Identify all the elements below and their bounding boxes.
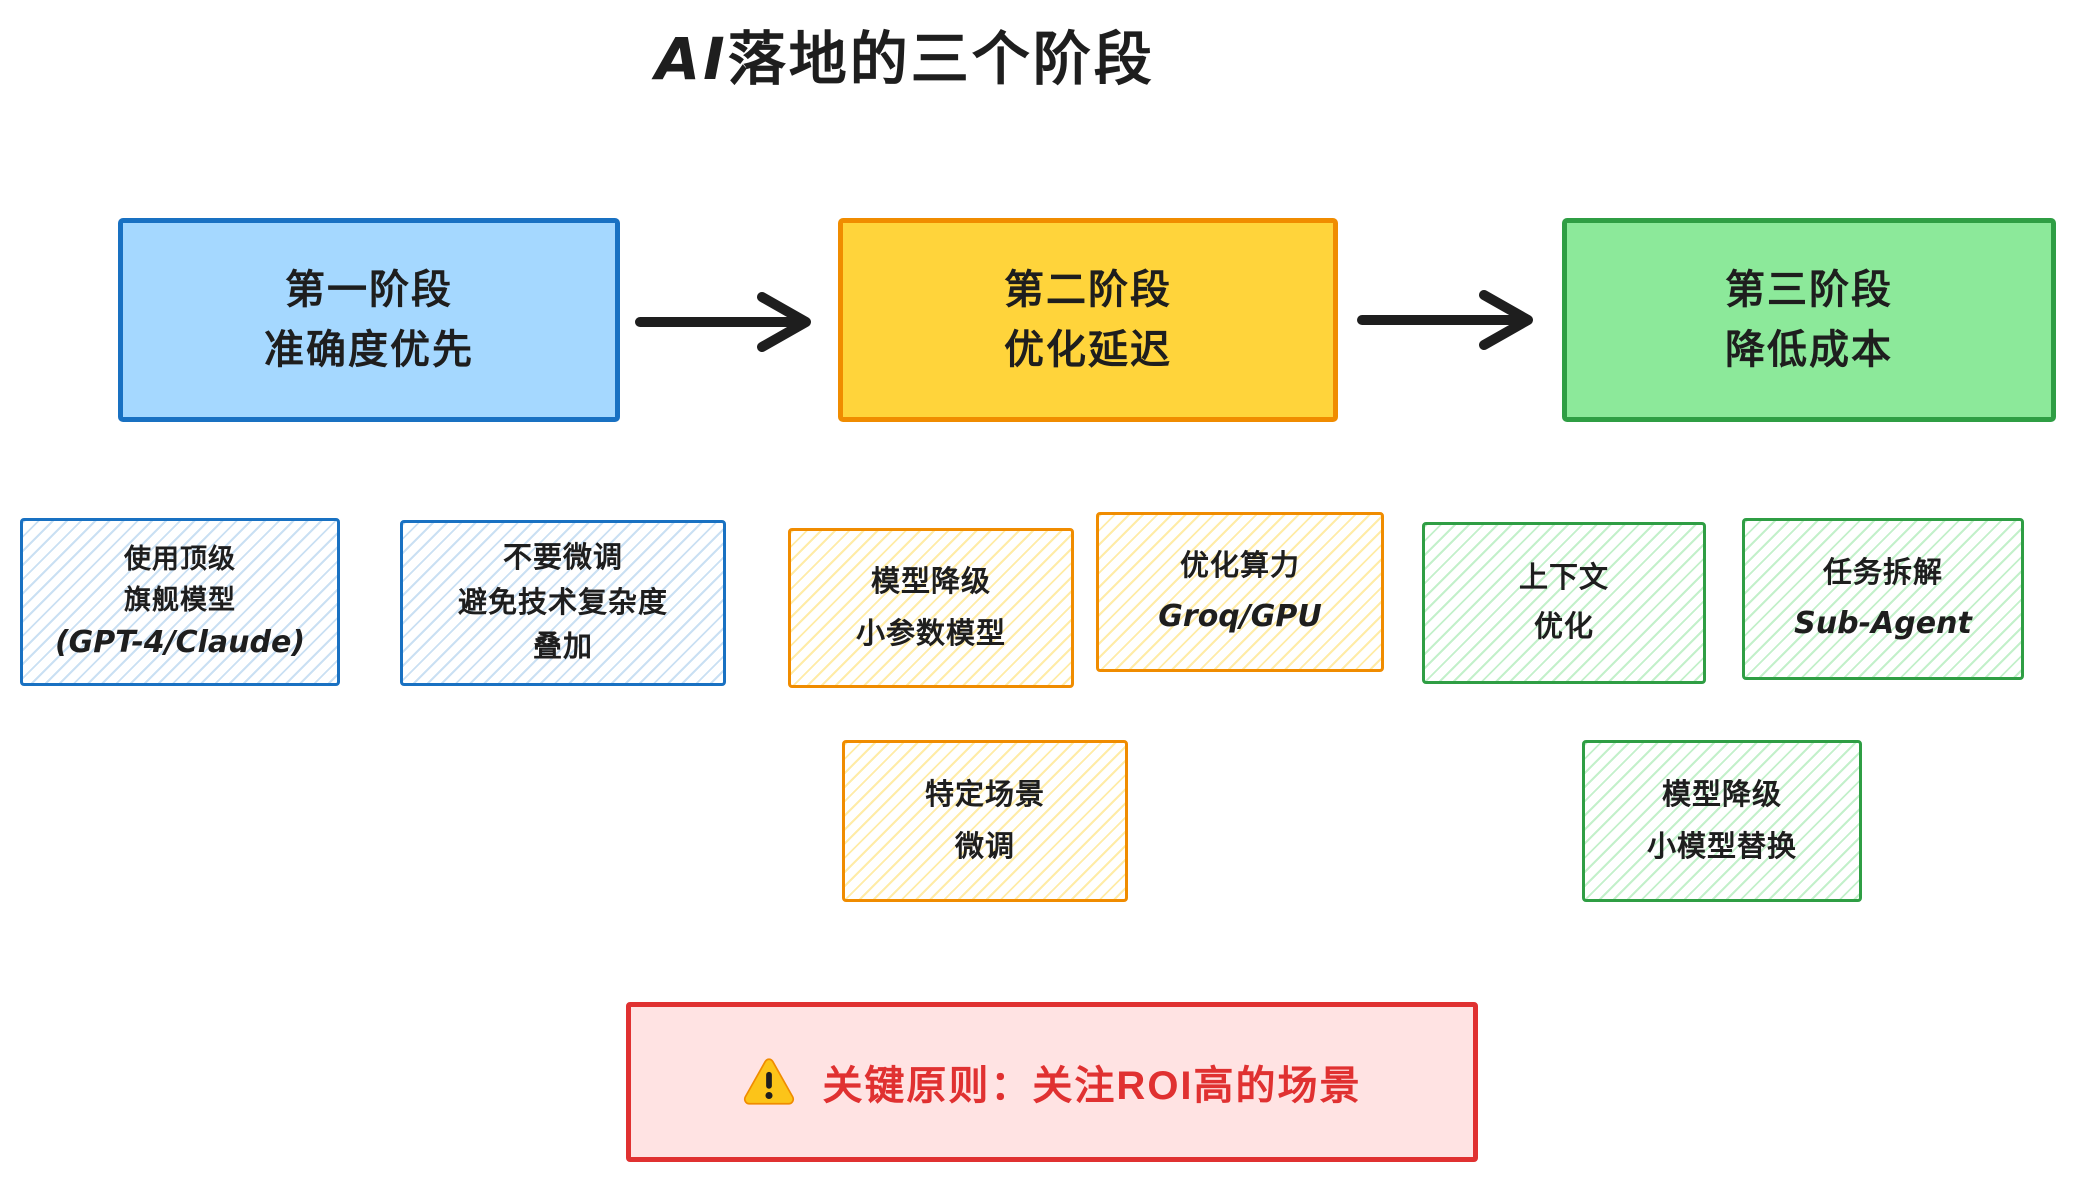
principle-box: 关键原则：关注ROI高的场景 <box>626 1002 1478 1162</box>
note-line: (GPT-4/Claude) <box>54 625 306 660</box>
note-line: 任务拆解 <box>1822 556 1943 589</box>
note-line: 模型降级 <box>870 565 991 598</box>
arrow-stage2-to-stage3 <box>1357 290 1533 350</box>
note-card-no-finetune: 不要微调 避免技术复杂度 叠加 <box>400 520 726 686</box>
note-line: 特定场景 <box>924 778 1045 811</box>
title-cjk-part: 落地的三个阶段 <box>727 27 1155 92</box>
note-card-task-decomposition: 任务拆解 Sub-Agent <box>1742 518 2024 680</box>
note-line: 叠加 <box>532 631 593 664</box>
note-line: 旗舰模型 <box>124 584 236 615</box>
note-line: Groq/GPU <box>1158 599 1322 635</box>
arrow-stage1-to-stage2 <box>635 292 811 352</box>
note-line: Sub-Agent <box>1794 606 1972 642</box>
note-line: 模型降级 <box>1661 778 1782 811</box>
warning-triangle-icon <box>744 1058 795 1105</box>
note-line: 优化 <box>1533 611 1594 643</box>
note-card-small-model-replace: 模型降级 小模型替换 <box>1582 740 1862 902</box>
stage-box-2: 第二阶段 优化延迟 <box>838 218 1338 422</box>
stage-3-name: 第三阶段 <box>1725 268 1893 312</box>
note-line: 不要微调 <box>502 541 623 574</box>
note-card-optimize-compute: 优化算力 Groq/GPU <box>1096 512 1384 672</box>
note-line: 上下文 <box>1518 561 1609 594</box>
note-line: 微调 <box>954 831 1015 863</box>
stage-1-focus: 准确度优先 <box>264 328 474 372</box>
stage-1-name: 第一阶段 <box>285 268 453 312</box>
note-line: 小参数模型 <box>855 618 1006 650</box>
note-card-flagship-model: 使用顶级 旗舰模型 (GPT-4/Claude) <box>20 518 340 686</box>
note-line: 优化算力 <box>1179 549 1300 582</box>
stage-box-1: 第一阶段 准确度优先 <box>118 218 620 422</box>
title-latin-part: AI <box>655 25 728 93</box>
page-title: AI落地的三个阶段 <box>0 12 1810 96</box>
note-card-context-optimization: 上下文 优化 <box>1422 522 1706 684</box>
note-line: 使用顶级 <box>124 544 236 574</box>
stage-box-3: 第三阶段 降低成本 <box>1562 218 2056 422</box>
note-line: 避免技术复杂度 <box>457 586 668 619</box>
stage-2-name: 第二阶段 <box>1004 268 1172 312</box>
principle-text: 关键原则：关注ROI高的场景 <box>822 1064 1362 1108</box>
note-card-model-downgrade: 模型降级 小参数模型 <box>788 528 1074 688</box>
note-card-scenario-finetune: 特定场景 微调 <box>842 740 1128 902</box>
stage-3-focus: 降低成本 <box>1725 328 1893 372</box>
note-line: 小模型替换 <box>1646 831 1797 863</box>
stage-2-focus: 优化延迟 <box>1004 328 1172 372</box>
